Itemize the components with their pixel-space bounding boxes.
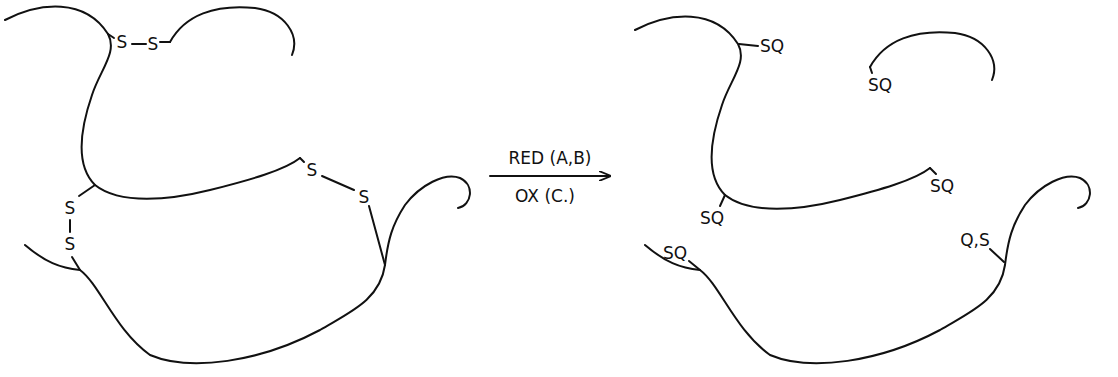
bond-line — [132, 43, 146, 45]
sulfur-atom: S — [307, 161, 318, 180]
thiol-stub — [689, 261, 700, 270]
bond-stub — [369, 206, 385, 265]
thiol-label: Q,S — [960, 231, 990, 250]
sulfur-atom: S — [359, 188, 370, 207]
reagent-label: OX (C.) — [515, 187, 575, 206]
thiol-stub — [739, 44, 758, 46]
bond-stub — [72, 257, 80, 270]
chain-a — [5, 7, 300, 199]
bond-stub — [300, 158, 304, 162]
thiol-label: SQ — [930, 177, 954, 196]
thiol-stub — [990, 249, 1004, 262]
thiol-label: SQ — [700, 209, 724, 228]
reagent-label: RED (A,B) — [508, 149, 591, 168]
thiol-stub — [870, 67, 872, 73]
bond-stub — [79, 185, 95, 196]
chain-c — [645, 177, 1090, 364]
reaction-arrow — [490, 175, 610, 177]
thiol-stub — [930, 168, 936, 174]
chain-a — [635, 17, 930, 209]
thiol-label: SQ — [663, 244, 687, 263]
bond-line — [322, 176, 354, 190]
thiol-label: SQ — [868, 76, 892, 95]
sulfur-atom: S — [65, 199, 76, 218]
thiol-stub — [720, 195, 725, 206]
sulfur-atom: S — [65, 235, 76, 254]
sulfur-atom: S — [148, 35, 159, 54]
chain-b — [870, 32, 994, 80]
sulfur-atom: S — [117, 33, 128, 52]
bond-stub — [108, 34, 114, 38]
chain-b — [170, 7, 294, 55]
thiol-label: SQ — [760, 37, 784, 56]
bond-stub — [160, 41, 170, 43]
bond-line — [69, 220, 71, 232]
chain-c — [25, 177, 470, 364]
